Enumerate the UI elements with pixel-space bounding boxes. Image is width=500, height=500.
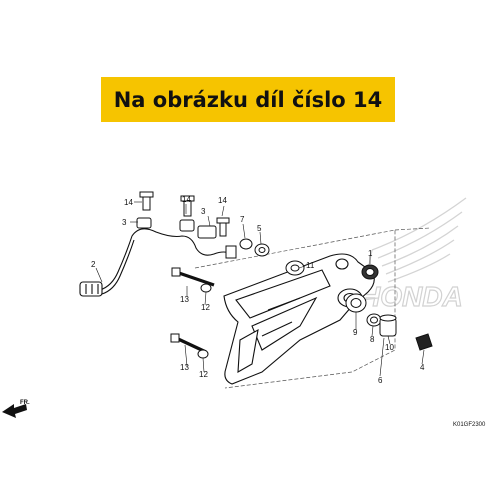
callout-7: 7 xyxy=(240,215,245,224)
honda-logo-text: HONDA xyxy=(360,281,463,312)
callout-12a: 12 xyxy=(201,303,210,312)
assembly-outline xyxy=(194,227,431,389)
callout-14c: 14 xyxy=(218,196,227,205)
callout-1: 1 xyxy=(368,249,373,258)
callout-13b: 13 xyxy=(180,363,189,372)
swingarm xyxy=(223,253,375,385)
callout-2: 2 xyxy=(91,260,96,269)
part-number-banner: Na obrázku díl číslo 14 xyxy=(101,77,395,122)
bolts-and-washers xyxy=(170,267,215,359)
leader-lines xyxy=(95,201,425,377)
callout-13a: 13 xyxy=(180,295,189,304)
callout-12b: 12 xyxy=(199,370,208,379)
right-side-parts xyxy=(345,293,433,351)
callout-3b: 3 xyxy=(201,207,206,216)
callout-labels: 14 3 14 3 14 7 5 2 11 1 13 12 9 8 10 13 … xyxy=(91,195,425,385)
callout-11: 11 xyxy=(306,261,315,270)
callout-10: 10 xyxy=(385,343,394,352)
callout-5: 5 xyxy=(257,224,262,233)
callout-3a: 3 xyxy=(122,218,127,227)
callout-14b: 14 xyxy=(182,195,191,204)
arrow-left-icon xyxy=(2,404,27,418)
callout-14a: 14 xyxy=(124,198,133,207)
callout-6: 6 xyxy=(378,376,383,385)
callout-8: 8 xyxy=(370,335,375,344)
clips-and-bolts xyxy=(136,191,270,259)
callout-9: 9 xyxy=(353,328,358,337)
direction-label: FR. xyxy=(20,400,30,406)
pivot-bearings xyxy=(285,260,379,280)
honda-wing-logo: HONDA xyxy=(359,197,467,313)
front-direction-arrow: FR. xyxy=(2,400,30,418)
banner-text: Na obrázku díl číslo 14 xyxy=(113,87,383,112)
sensor-cable xyxy=(79,228,233,297)
callout-4: 4 xyxy=(420,363,425,372)
drawing-code: K01GF2300 xyxy=(453,422,486,428)
